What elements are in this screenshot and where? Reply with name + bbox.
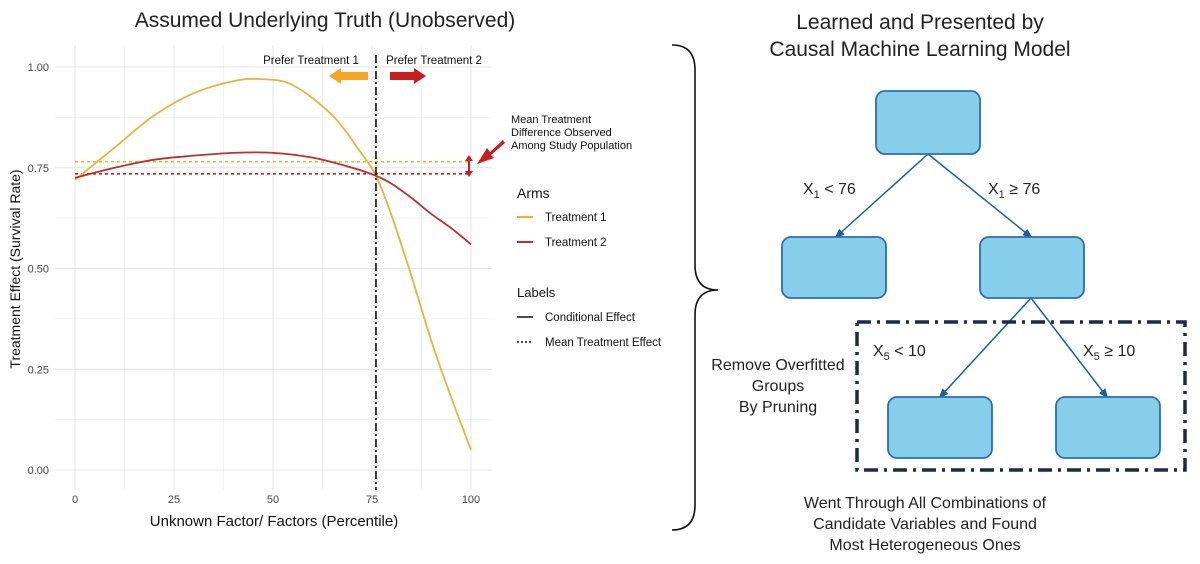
mean-diff-label-line-2: Difference Observed xyxy=(511,127,612,139)
combinations-note-line-2: Candidate Variables and Found xyxy=(813,516,1037,533)
split-x5-right-cond: ≥ 10 xyxy=(1100,343,1136,360)
series-line-treatment-2 xyxy=(74,151,472,246)
x-tick-label: 75 xyxy=(366,494,378,506)
prefer-treatment-2-arrow xyxy=(390,68,426,84)
legend-treatment-2-label: Treatment 2 xyxy=(545,237,607,249)
prefer-treatment-1-label: Prefer Treatment 1 xyxy=(263,55,359,67)
chart-grid xyxy=(55,45,492,490)
edge-root-left xyxy=(834,153,929,239)
series-lines xyxy=(74,77,472,451)
legend-labels-title: Labels xyxy=(517,285,556,300)
y-tick-label: 0.25 xyxy=(28,364,49,376)
tree-node-leaf-right xyxy=(1055,396,1161,459)
legend-treatment-1-label: Treatment 1 xyxy=(545,212,607,224)
legend-arms-title: Arms xyxy=(517,185,550,201)
split-x1-right-var: X xyxy=(988,181,999,198)
mean-diff-label-line-3: Among Study Population xyxy=(511,140,632,152)
curly-brace xyxy=(671,44,719,531)
legend-conditional-label: Conditional Effect xyxy=(545,312,636,324)
x-tick-label: 100 xyxy=(462,494,480,506)
edge-mid-right xyxy=(1030,297,1109,399)
tree-edges xyxy=(834,153,1109,399)
pruning-label-line-3: By Pruning xyxy=(738,399,818,416)
tree-node-root xyxy=(875,90,981,155)
y-tick-label: 0.00 xyxy=(28,465,49,477)
split-x1-left-cond: < 76 xyxy=(820,181,856,198)
edge-mid-left xyxy=(938,297,1032,399)
y-tick-labels: 0.00 0.25 0.50 0.75 1.00 xyxy=(28,62,49,477)
tree-nodes xyxy=(781,90,1161,459)
pruning-label: Remove Overfitted Groups By Pruning xyxy=(698,355,858,418)
split-x1-left-var: X xyxy=(803,181,814,198)
pruning-label-line-2: Groups xyxy=(751,378,805,395)
chart-legend: Arms Treatment 1 Treatment 2 Labels Cond… xyxy=(517,185,662,349)
right-title-line-2: Causal Machine Learning Model xyxy=(769,38,1071,61)
split-x1-right-label: X1 ≥ 76 xyxy=(988,181,1040,201)
split-x5-right-var: X xyxy=(1083,343,1094,360)
mean-diff-label-line-1: Mean Treatment xyxy=(511,114,591,126)
combinations-note-line-1: Went Through All Combinations of xyxy=(803,495,1047,512)
x-tick-label: 25 xyxy=(168,494,180,506)
combinations-note: Went Through All Combinations of Candida… xyxy=(740,493,1110,556)
tree-node-right xyxy=(979,236,1085,299)
split-x1-right-cond: ≥ 76 xyxy=(1005,181,1041,198)
right-title-line-1: Learned and Presented by xyxy=(796,11,1044,34)
split-x5-left-label: X5 < 10 xyxy=(873,343,926,363)
split-x1-left-label: X1 < 76 xyxy=(803,181,856,201)
mean-diff-bracket-arrow xyxy=(465,155,473,177)
split-x5-right-label: X5 ≥ 10 xyxy=(1083,343,1135,363)
combinations-note-line-3: Most Heterogeneous Ones xyxy=(829,537,1021,554)
split-x5-left-sub: 5 xyxy=(884,351,890,363)
split-x5-left-cond: < 10 xyxy=(890,343,926,360)
tree-node-left xyxy=(781,236,887,299)
y-tick-label: 0.50 xyxy=(28,264,49,276)
edge-root-right xyxy=(927,153,1033,239)
y-tick-label: 0.75 xyxy=(28,163,49,175)
x-axis-label: Unknown Factor/ Factors (Percentile) xyxy=(150,513,398,530)
left-chart-title: Assumed Underlying Truth (Unobserved) xyxy=(134,9,516,32)
x-tick-label: 0 xyxy=(72,494,78,506)
split-x1-right-sub: 1 xyxy=(999,189,1005,201)
split-x5-right-sub: 5 xyxy=(1094,351,1100,363)
prefer-treatment-2-label: Prefer Treatment 2 xyxy=(386,55,482,67)
x-tick-labels: 0 25 50 75 100 xyxy=(72,494,480,506)
series-line-treatment-1 xyxy=(74,77,472,451)
right-panel-title: Learned and Presented by Causal Machine … xyxy=(720,9,1120,63)
y-tick-label: 1.00 xyxy=(28,62,49,74)
tree-node-leaf-left xyxy=(887,396,993,459)
pruning-frame xyxy=(855,320,1187,472)
split-x1-left-sub: 1 xyxy=(814,189,820,201)
split-x5-left-var: X xyxy=(873,343,884,360)
y-axis-label: Treatment Effect (Survival Rate) xyxy=(7,169,23,368)
pruning-label-line-1: Remove Overfitted xyxy=(711,357,845,374)
legend-mean-label: Mean Treatment Effect xyxy=(545,337,662,349)
mean-diff-pointer-arrow xyxy=(477,140,505,164)
prefer-treatment-1-arrow xyxy=(329,68,368,84)
x-tick-label: 50 xyxy=(267,494,279,506)
